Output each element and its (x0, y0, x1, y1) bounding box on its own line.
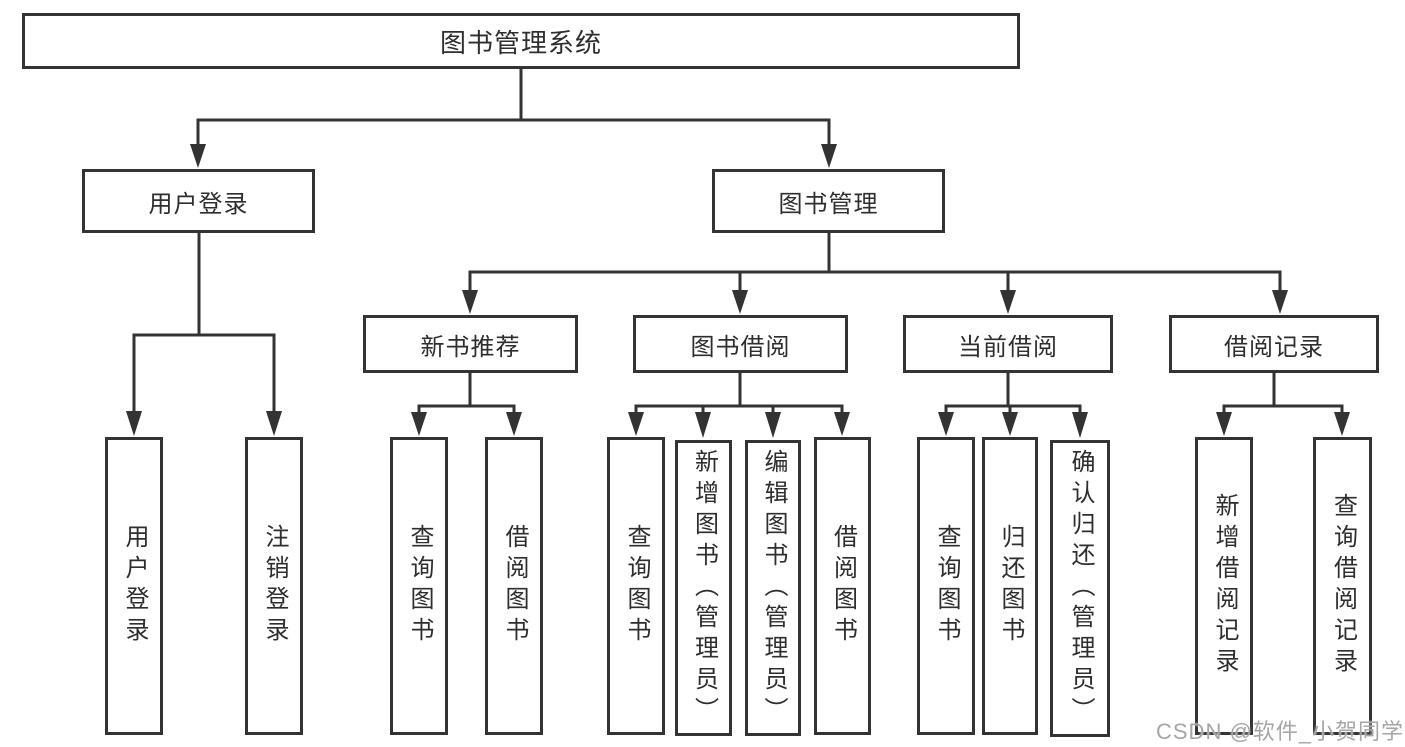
leaf-logout: 注销登录 (245, 437, 303, 735)
leaf-records-query-record: 查询借阅记录 (1313, 437, 1372, 735)
leaf-borrow-borrow-books: 借阅图书 (814, 437, 871, 735)
leaf-records-add-record: 新增借阅记录 (1195, 437, 1253, 735)
node-label: 查询图书 (933, 524, 960, 648)
branch-book-management (462, 233, 1288, 314)
leaf-borrow-edit-books-admin: 编辑图书（管理员） (745, 440, 801, 736)
branch-user-login (126, 233, 282, 436)
leaf-newbook-borrow-books: 借阅图书 (485, 437, 543, 735)
node-label: 新书推荐 (420, 333, 521, 361)
branch-book-borrow (628, 373, 850, 438)
node-borrow-records: 借阅记录 (1169, 315, 1379, 373)
node-label: 确认归还（管理员） (1067, 449, 1094, 728)
node-label: 借阅记录 (1224, 333, 1324, 361)
node-label: 查询借阅记录 (1329, 493, 1357, 679)
node-label: 借阅图书 (829, 524, 857, 648)
leaf-current-return-books: 归还图书 (982, 437, 1038, 735)
node-user-login: 用户登录 (82, 169, 315, 233)
branch-current-borrow (938, 373, 1088, 438)
node-label: 注销登录 (261, 524, 288, 648)
leaf-current-confirm-return-admin: 确认归还（管理员） (1050, 440, 1110, 737)
leaf-user-login: 用户登录 (105, 437, 163, 735)
csdn-watermark: CSDN @软件_小贺同学 (1156, 719, 1405, 744)
node-label: 当前借阅 (958, 333, 1058, 361)
leaf-borrow-add-books-admin: 新增图书（管理员） (675, 440, 732, 736)
node-new-book-recommend: 新书推荐 (363, 315, 578, 373)
node-label: 查询图书 (406, 524, 433, 648)
node-label: 借阅图书 (501, 524, 528, 648)
node-current-borrow: 当前借阅 (903, 315, 1113, 373)
node-root: 图书管理系统 (22, 13, 1020, 69)
branch-borrow-records (1216, 373, 1350, 436)
node-label: 图书借阅 (690, 333, 791, 361)
leaf-newbook-query-books: 查询图书 (390, 437, 448, 735)
node-label: 图书管理系统 (439, 27, 602, 58)
node-label: 图书管理 (778, 190, 879, 218)
leaf-current-query-books: 查询图书 (917, 437, 975, 735)
node-label: 新增图书（管理员） (690, 448, 718, 728)
branch-new-book-recommend (411, 373, 522, 436)
node-label: 用户登录 (148, 190, 249, 218)
node-label: 查询图书 (623, 524, 650, 648)
branch-root-to-level2 (190, 69, 837, 168)
node-book-management: 图书管理 (712, 169, 945, 233)
node-label: 新增借阅记录 (1211, 493, 1238, 679)
node-book-borrow: 图书借阅 (633, 315, 848, 373)
node-label: 编辑图书（管理员） (760, 448, 787, 728)
node-label: 用户登录 (121, 524, 148, 648)
node-label: 归还图书 (997, 524, 1024, 648)
leaf-borrow-query-books: 查询图书 (607, 437, 665, 735)
